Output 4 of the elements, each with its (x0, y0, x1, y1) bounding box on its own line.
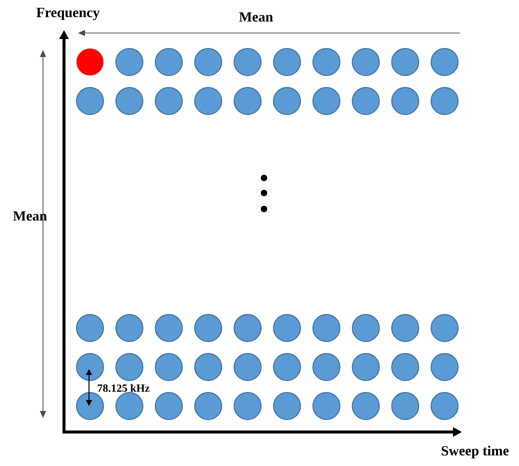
axis-label: Sweep time (442, 446, 509, 458)
dimension-label: Mean (239, 12, 273, 22)
dimension-label: 78.125 kHz (98, 384, 150, 392)
axis-label: Frequency (36, 8, 100, 20)
